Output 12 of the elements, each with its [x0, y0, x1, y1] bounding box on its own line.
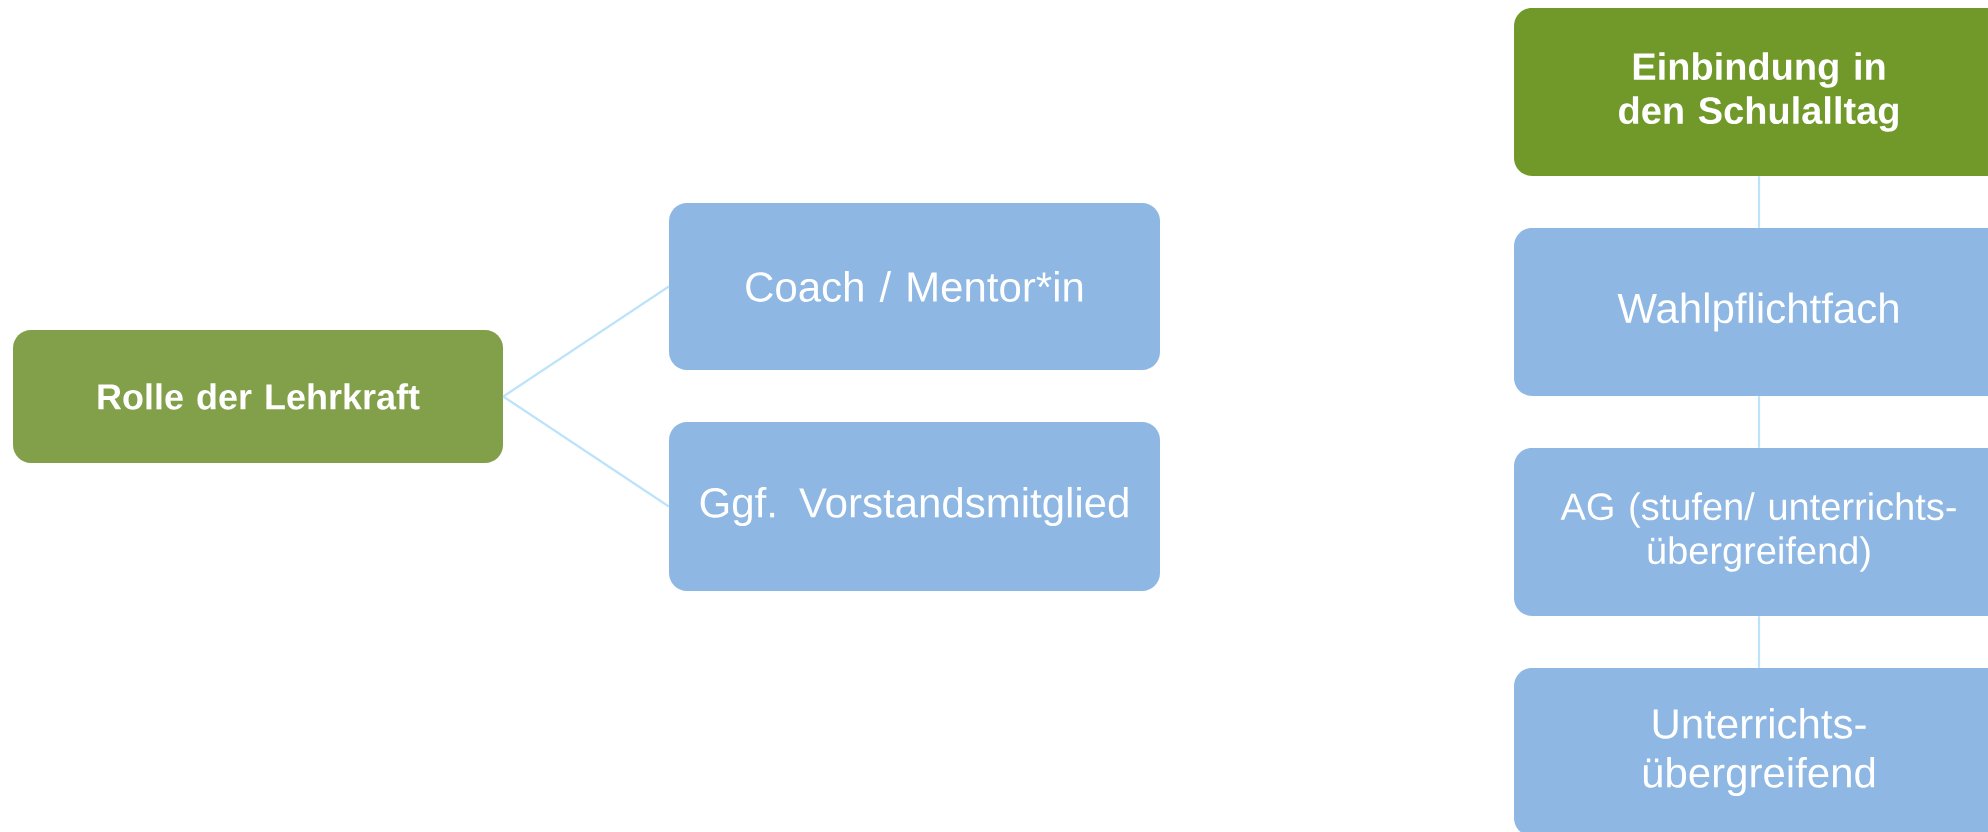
topic-box: Unterrichts- übergreifend [1514, 668, 1988, 832]
topic-box: Ggf. Vorstandsmitglied [669, 422, 1160, 591]
connector-line [1757, 616, 1761, 668]
topic-box: AG (stufen/ unterrichts- übergreifend) [1514, 448, 1988, 616]
connector-line [1757, 396, 1761, 448]
topic-box: Coach / Mentor*in [669, 203, 1160, 370]
topic-box: Wahlpflichtfach [1514, 228, 1988, 396]
heading-box: Einbindung in den Schulalltag [1514, 8, 1988, 176]
connector-line [1757, 176, 1761, 228]
connector-line [502, 285, 670, 398]
heading-box: Rolle der Lehrkraft [13, 330, 503, 463]
connector-line [502, 395, 670, 508]
